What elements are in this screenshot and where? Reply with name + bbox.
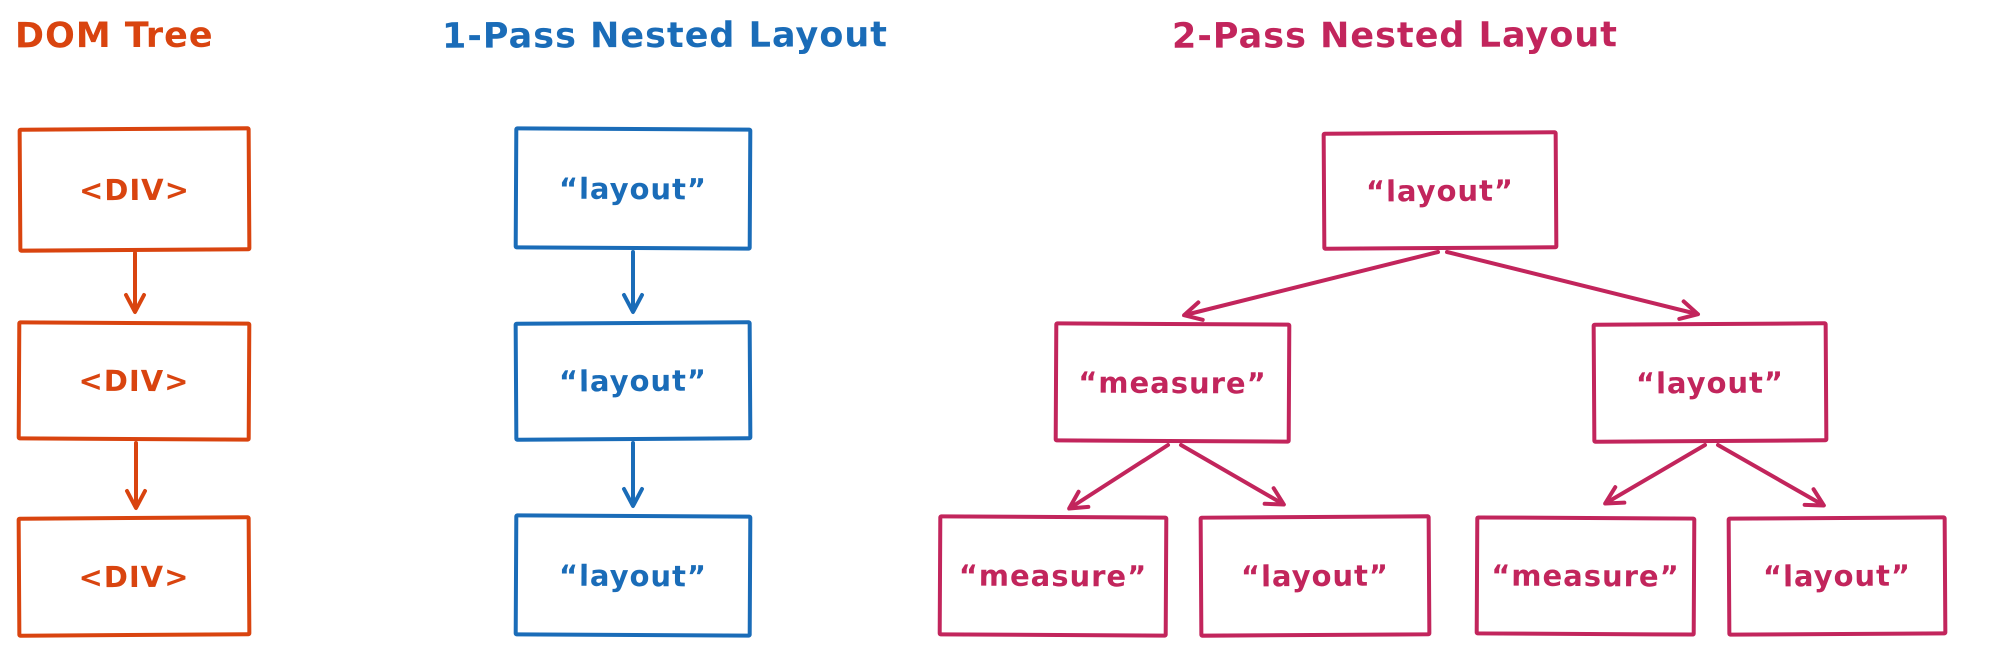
- one-pass-node-2-label: “layout”: [558, 363, 708, 399]
- two-pass-layout-node: “layout”: [1591, 321, 1829, 444]
- one-pass-node-3: “layout”: [513, 513, 753, 638]
- arrow-measure-to-measure: [1067, 443, 1170, 511]
- two-pass-leaf-measure-2: “measure”: [1474, 515, 1697, 637]
- arrow-root-to-layout: [1445, 250, 1700, 321]
- dom-tree-node-2-label: <DIV>: [78, 363, 190, 399]
- two-pass-measure-label: “measure”: [1078, 365, 1267, 400]
- two-pass-leaf-layout-1-label: “layout”: [1240, 558, 1390, 594]
- arrow-root-to-measure: [1182, 250, 1440, 322]
- two-pass-measure-node: “measure”: [1053, 321, 1292, 444]
- dom-tree-node-3: <DIV>: [16, 515, 252, 638]
- one-pass-node-3-label: “layout”: [558, 558, 708, 593]
- two-pass-root-node: “layout”: [1321, 130, 1559, 251]
- two-pass-leaf-layout-2: “layout”: [1726, 515, 1948, 637]
- one-pass-node-2: “layout”: [513, 320, 753, 442]
- two-pass-title: 2-Pass Nested Layout: [1171, 15, 1619, 57]
- two-pass-leaf-measure-1-label: “measure”: [958, 558, 1148, 594]
- two-pass-leaf-measure-1: “measure”: [937, 514, 1169, 638]
- one-pass-title: 1-Pass Nested Layout: [441, 15, 889, 57]
- two-pass-leaf-layout-2-label: “layout”: [1762, 558, 1912, 594]
- arrow-measure-to-layout: [1179, 443, 1286, 507]
- dom-tree-node-1-label: <DIV>: [78, 172, 191, 207]
- two-pass-layout-label: “layout”: [1635, 365, 1785, 400]
- one-pass-node-1: “layout”: [513, 126, 753, 251]
- dom-tree-node-2: <DIV>: [16, 320, 252, 442]
- dom-tree-node-1: <DIV>: [17, 126, 252, 253]
- one-pass-node-1-label: “layout”: [558, 171, 708, 206]
- dom-tree-title: DOM Tree: [14, 15, 214, 57]
- arrow-layout-to-measure: [1603, 443, 1707, 506]
- arrow-layout-to-layout: [1716, 443, 1826, 508]
- dom-tree-node-3-label: <DIV>: [78, 559, 190, 594]
- two-pass-root-label: “layout”: [1365, 173, 1515, 208]
- two-pass-leaf-layout-1: “layout”: [1198, 514, 1432, 638]
- two-pass-leaf-measure-2-label: “measure”: [1491, 558, 1680, 594]
